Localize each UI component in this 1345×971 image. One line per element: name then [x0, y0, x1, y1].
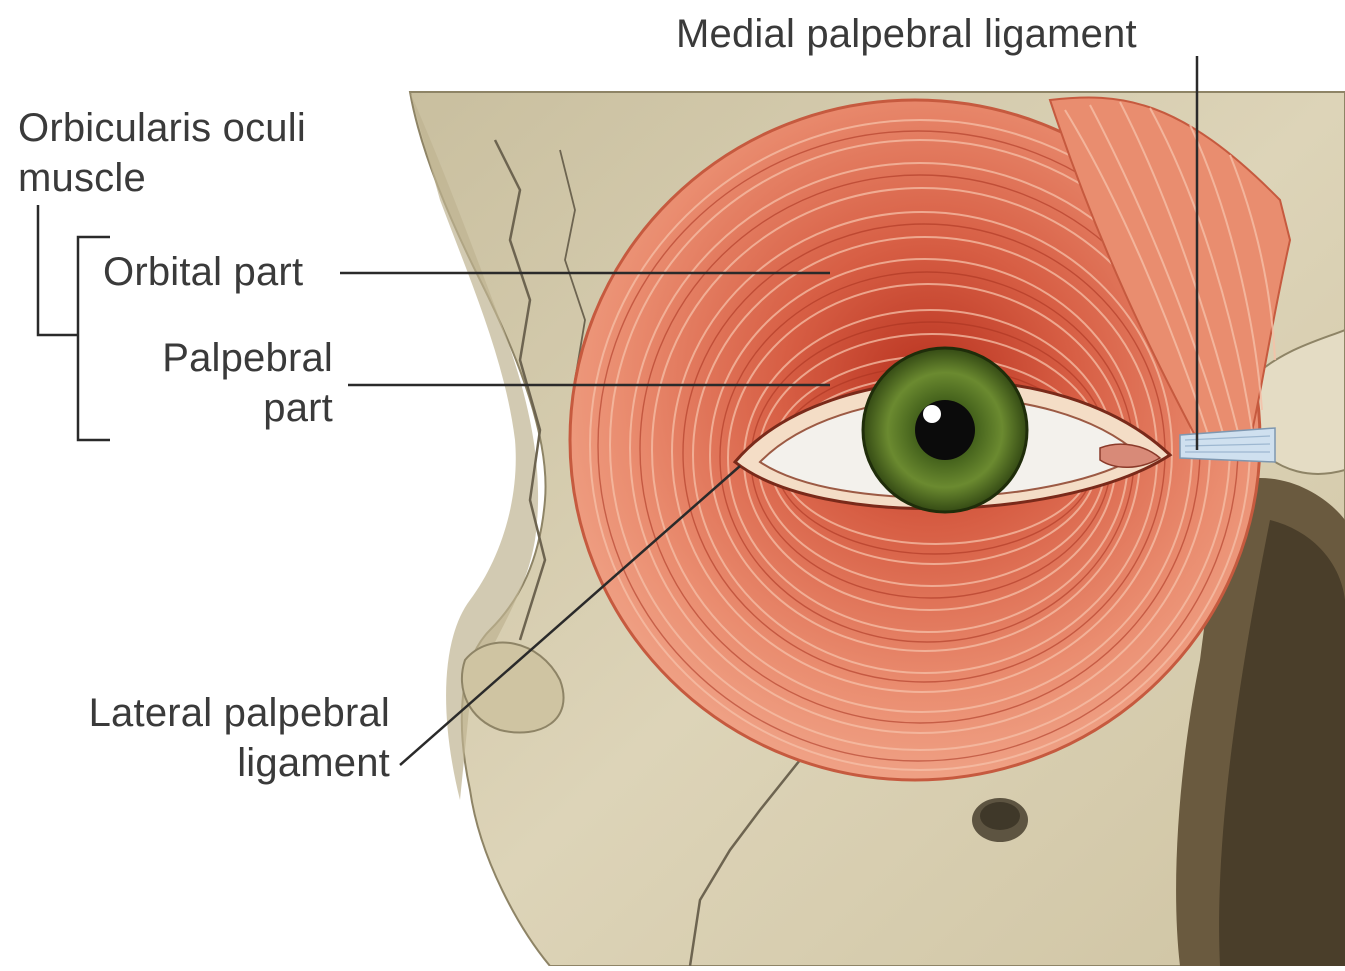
orbicularis-bracket: [38, 205, 78, 335]
orbital-part-text: Orbital part: [103, 247, 303, 297]
palpebral-text-line2: part: [162, 383, 333, 433]
label-orbicularis-oculi-muscle: Orbicularis oculi muscle: [18, 103, 306, 203]
orbicularis-text-line2: muscle: [18, 153, 306, 203]
orbicularis-text-line1: Orbicularis oculi: [18, 103, 306, 153]
label-medial-palpebral-ligament: Medial palpebral ligament: [676, 9, 1137, 59]
label-orbital-part: Orbital part: [103, 247, 303, 297]
label-palpebral-part: Palpebral part: [162, 333, 333, 433]
lateral-text-line1: Lateral palpebral: [89, 688, 390, 738]
pupil: [915, 400, 975, 460]
medial-ligament-text: Medial palpebral ligament: [676, 9, 1137, 59]
palpebral-text-line1: Palpebral: [162, 333, 333, 383]
label-lateral-palpebral-ligament: Lateral palpebral ligament: [89, 688, 390, 788]
lateral-text-line2: ligament: [89, 738, 390, 788]
